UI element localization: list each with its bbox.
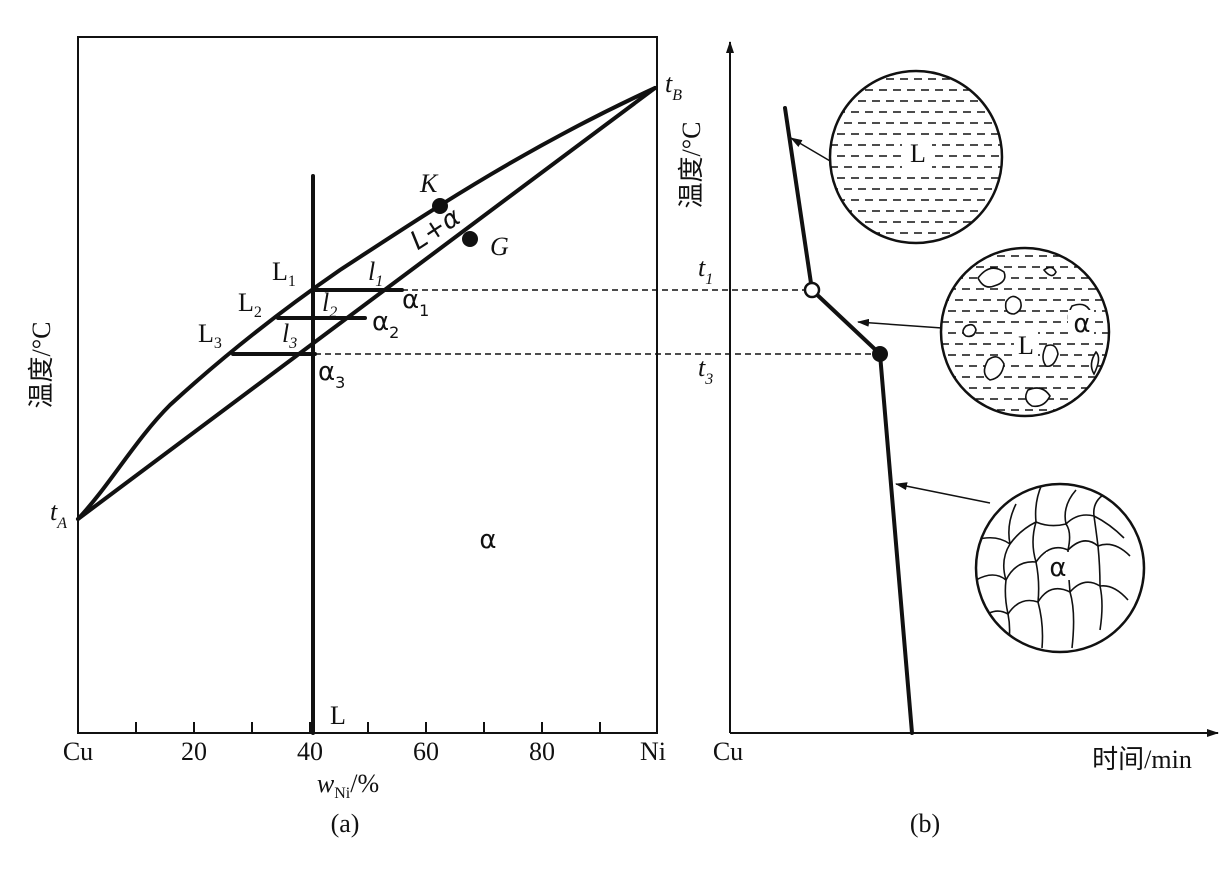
- x-tick-60: 60: [413, 737, 439, 766]
- panel-a-y-axis-title: 温度/°C: [27, 322, 56, 409]
- label-small-l1: l1: [368, 257, 383, 290]
- label-alpha-3: α3: [318, 357, 345, 392]
- x-tick-20: 20: [181, 737, 207, 766]
- x-tick-ni: Ni: [640, 737, 666, 766]
- panel-a-frame: [77, 36, 658, 734]
- label-small-l3: l3: [282, 319, 297, 352]
- cooling-point-t1: [803, 281, 821, 299]
- microstructure-liquid: L: [828, 69, 1004, 245]
- label-g: G: [490, 232, 509, 261]
- panel-a-caption: (a): [331, 809, 360, 838]
- x-axis-ticks: [135, 722, 601, 733]
- solidus-line: [76, 86, 657, 521]
- panel-b-origin-label: Cu: [713, 737, 743, 766]
- arrow-solid: [895, 482, 991, 504]
- label-t3: t3: [698, 353, 713, 388]
- cooling-point-t3: [872, 346, 888, 362]
- label-alpha-2: α2: [372, 307, 399, 342]
- label-tb: tB: [665, 69, 682, 104]
- label-k: K: [419, 169, 439, 198]
- point-k-marker: [432, 198, 448, 214]
- cooling-curve: [783, 106, 914, 735]
- microstructure-solid: α: [974, 482, 1146, 654]
- micro-mixed-alpha-label: α: [1073, 309, 1090, 339]
- panel-b-caption: (b): [910, 809, 940, 838]
- label-l1: L1: [272, 257, 296, 290]
- point-g-marker: [462, 231, 478, 247]
- label-alpha-region: α: [479, 525, 496, 555]
- label-ta: tA: [50, 497, 67, 532]
- panel-b-y-axis-title: 温度/°C: [677, 122, 706, 209]
- label-t1: t1: [698, 253, 713, 288]
- microstructure-mixed: L α: [939, 246, 1111, 418]
- x-tick-80: 80: [529, 737, 555, 766]
- label-two-phase: L+α: [405, 202, 466, 256]
- panel-b: 温度/°C 时间/min Cu (b) t1 t3 L: [677, 41, 1219, 838]
- panel-a-x-axis-title: wNi/%: [317, 769, 379, 802]
- panel-b-x-axis-title: 时间/min: [1092, 745, 1192, 774]
- x-tick-cu: Cu: [63, 737, 93, 766]
- panel-a: 温度/°C Cu 20 40 60 80 Ni wNi/% (a) tA tB …: [27, 36, 682, 838]
- micro-mixed-l-label: L: [1018, 331, 1034, 360]
- liquidus-line: [76, 86, 657, 521]
- micro-solid-alpha-label: α: [1049, 553, 1066, 583]
- micro-liquid-label: L: [910, 139, 926, 168]
- label-alpha-1: α1: [402, 285, 429, 320]
- arrow-mixed: [857, 318, 943, 329]
- label-small-l2: l2: [322, 288, 337, 321]
- label-l3: L3: [198, 319, 222, 352]
- label-l-bottom: L: [330, 701, 346, 730]
- label-l2: L2: [238, 288, 262, 321]
- x-tick-40: 40: [297, 737, 323, 766]
